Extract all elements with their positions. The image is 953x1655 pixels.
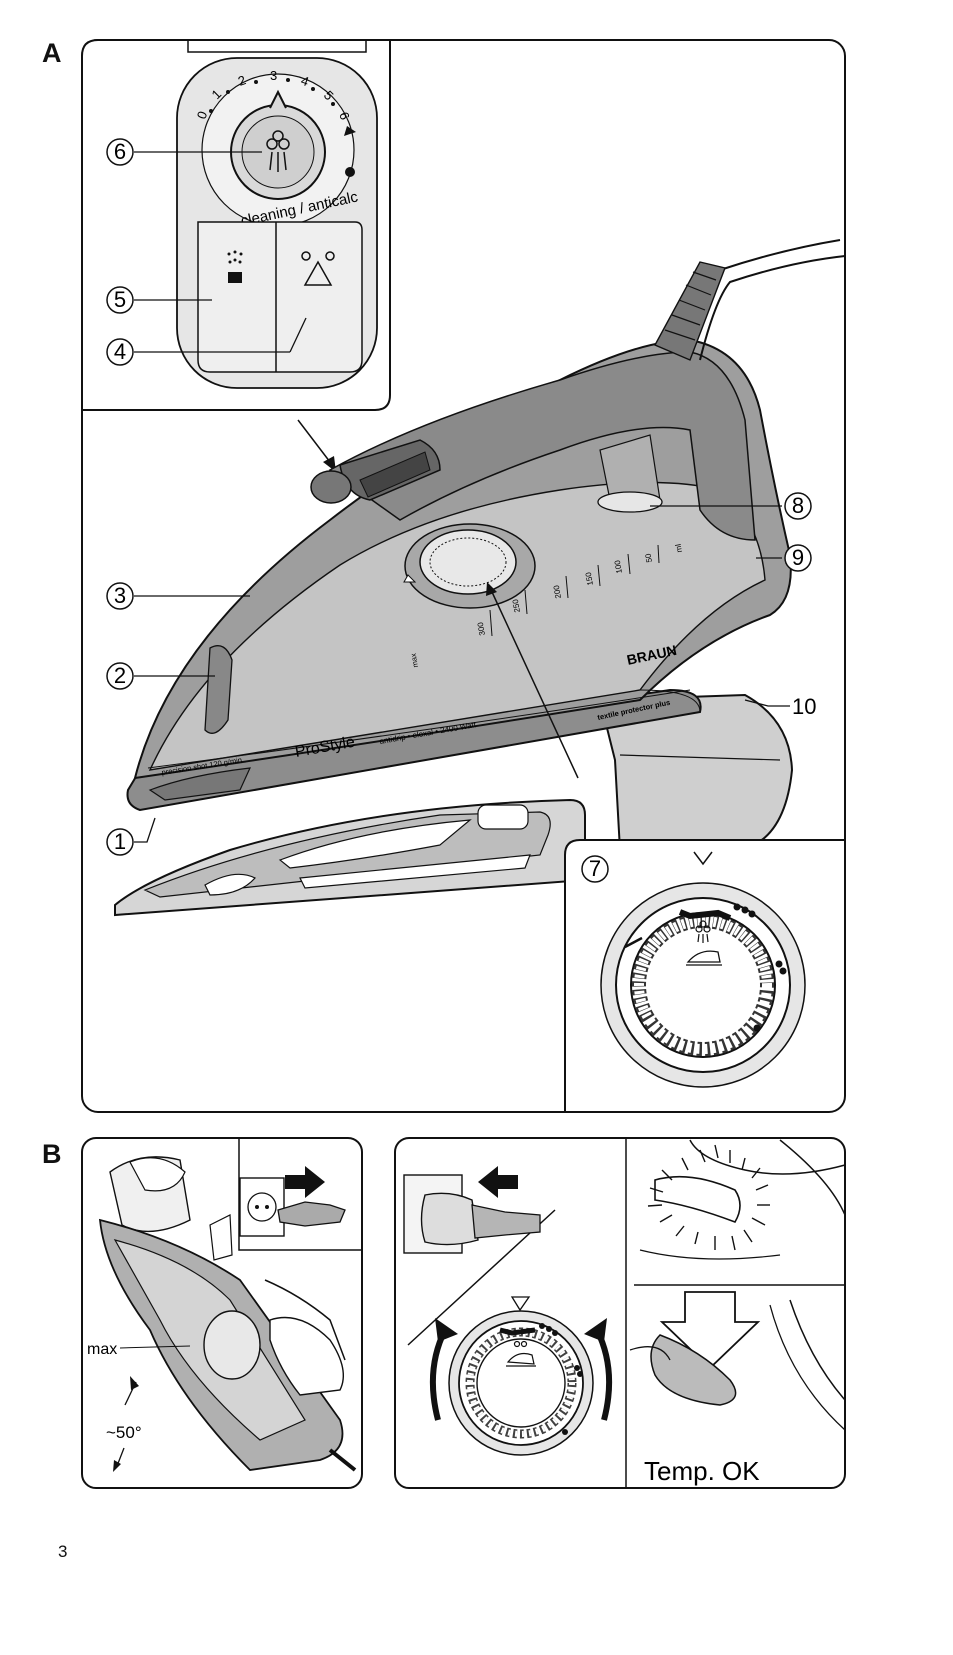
callout-1: 1 [107,829,133,855]
svg-text:9: 9 [792,545,804,570]
svg-text:6: 6 [114,139,126,164]
callout-5: 5 [107,287,133,313]
figure-b-left-panel: max ~50° [82,1138,362,1488]
b-max-label: max [87,1341,117,1358]
svg-text:1: 1 [114,829,126,854]
figure-a: 0 1 2 3 4 5 6 cleaning / anticalc [0,0,953,1130]
svg-text:8: 8 [792,493,804,518]
callout-2: 2 [107,663,133,689]
page-number: 3 [58,1542,67,1562]
temperature-dial-inset [565,840,845,1112]
soleplate [115,800,585,915]
dial-number-3: 3 [270,68,277,83]
callout-8: 8 [785,493,811,519]
callout-3: 3 [107,583,133,609]
svg-text:7: 7 [589,856,601,881]
figure-b: max ~50° [0,1130,953,1530]
temp-ok-label: Temp. OK [644,1456,760,1486]
figure-b-right-panel: Temp. OK [395,1138,845,1488]
callout-7: 7 [582,856,608,882]
scale-ml: ml [674,543,684,553]
svg-text:3: 3 [114,583,126,608]
callout-4: 4 [107,339,133,365]
callout-6: 6 [107,139,133,165]
svg-text:4: 4 [114,339,126,364]
callout-10: 10 [792,694,816,719]
callout-9: 9 [785,545,811,571]
svg-text:10: 10 [792,694,816,719]
svg-text:2: 2 [114,663,126,688]
svg-text:5: 5 [114,287,126,312]
b-angle-label: ~50° [106,1423,142,1442]
